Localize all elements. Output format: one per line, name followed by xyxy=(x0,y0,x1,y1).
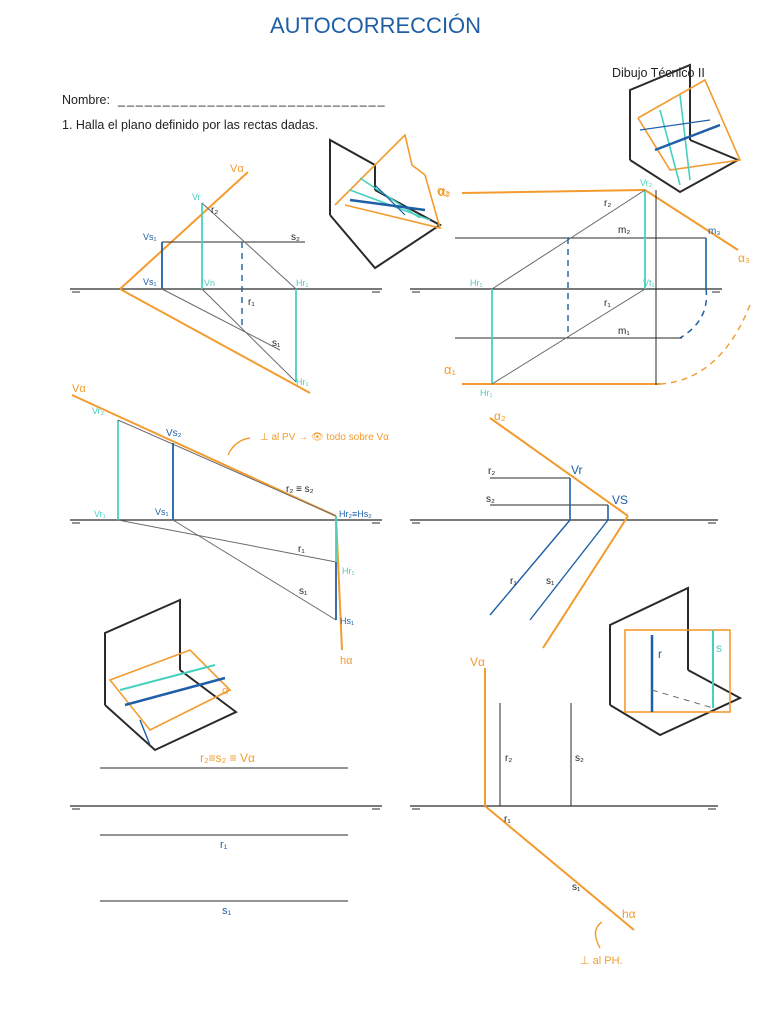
iso1-label-alpha: α₂ xyxy=(437,183,450,198)
fig3-label-vs2: Vs₂ xyxy=(166,428,182,439)
fig2-label-vt: Vt₁ xyxy=(643,278,655,288)
fig1-label-va: Vα xyxy=(230,163,244,175)
fig3-label-s1: s₁ xyxy=(299,586,308,597)
figure-1: Vα Vr r₂ s₂ Vs₁ Vs₁ Vn Hr₁ r₁ s₁ Hr₁ xyxy=(70,163,382,394)
fig3-label-r2s2: r₂ ≡ s₂ xyxy=(286,484,314,495)
fig2-label-m3: m₃ xyxy=(708,226,720,237)
iso-sketch-2 xyxy=(629,63,742,194)
iso4-label-r: r xyxy=(658,647,662,661)
fig1-label-vn: Vn xyxy=(204,278,215,288)
fig2-label-r2: r₂ xyxy=(604,198,611,209)
fig2-label-a2: α₂ xyxy=(438,184,451,199)
iso3-label-alpha: α xyxy=(222,685,229,697)
fig1-label-hr2: Hr₁ xyxy=(296,377,309,387)
fig1-label-s2: s₂ xyxy=(291,232,300,243)
fig3-label-vr1: Vr₁ xyxy=(94,509,106,519)
fig4-label-vs: VS xyxy=(612,493,628,507)
fig1-label-r1: r₁ xyxy=(248,297,255,308)
figure-4: α₂ r₂ Vr s₂ VS r₁ s₁ xyxy=(410,409,718,649)
fig2-label-a1: α₁ xyxy=(444,362,457,377)
fig4-label-r1: r₁ xyxy=(510,576,517,587)
iso4-label-s: s xyxy=(716,641,722,655)
fig1-label-r2: r₂ xyxy=(211,205,218,216)
fig4-label-r2: r₂ xyxy=(488,466,495,477)
fig4-label-s1: s₁ xyxy=(546,576,555,587)
fig6-annotation: ⊥ al PH. xyxy=(580,955,623,967)
fig2-label-a3: α₃ xyxy=(738,251,750,265)
fig6-label-r2: r₂ xyxy=(505,753,512,764)
exercise-statement: 1. Halla el plano definido por las recta… xyxy=(62,118,318,132)
fig3-label-va: Vα xyxy=(72,383,86,395)
fig2-label-hr2: Hr₁ xyxy=(480,388,493,398)
fig3-label-vr2: Vr₂ xyxy=(92,406,105,416)
fig3-label-hrhs: Hr₂≡Hs₂ xyxy=(339,509,372,519)
fig5-label-s1: s₁ xyxy=(222,905,232,917)
fig2-label-m1: m₁ xyxy=(618,326,630,337)
fig6-label-s1: s₁ xyxy=(572,882,581,893)
iso-sketch-3: α xyxy=(104,598,238,752)
handwritten-title: AUTOCORRECCIÓN xyxy=(270,13,481,38)
fig2-label-hr1: Hr₁ xyxy=(470,278,483,288)
fig5-label-r1: r₁ xyxy=(220,839,228,851)
fig6-label-va: Vα xyxy=(470,655,485,669)
fig5-label-coincident: r₂≡s₂ ≡ Vα xyxy=(200,751,255,765)
fig3-label-hr1: Hr₁ xyxy=(342,566,355,576)
fig4-label-vr: Vr xyxy=(571,463,583,477)
figure-5: r₂≡s₂ ≡ Vα r₁ s₁ xyxy=(70,751,382,917)
figure-2: α₂ Vr₂ r₂ m₂ m₃ α₃ Hr₁ Vt₁ r₁ m₁ α₁ Hr₁ xyxy=(410,178,751,398)
fig1-label-vr: Vr xyxy=(192,192,201,202)
fig1-label-s1: s₁ xyxy=(272,338,281,349)
fig3-annotation: ⊥ al PV → 👁 todo sobre Vα xyxy=(260,432,389,443)
iso-sketch-4: r s xyxy=(609,586,743,737)
fig1-label-vs2: Vs₁ xyxy=(143,277,157,287)
name-blank-line: ______________________________ xyxy=(117,93,387,107)
fig4-label-s2: s₂ xyxy=(486,494,495,505)
fig2-label-vr: Vr₂ xyxy=(640,178,653,188)
fig3-label-hs1: Hs₁ xyxy=(340,616,354,626)
iso-sketch-1: α₂ xyxy=(329,133,450,270)
fig4-label-a2: α₂ xyxy=(494,409,506,423)
figure-6: Vα r₂ s₂ r₁ s₁ hα ⊥ al PH. xyxy=(410,655,718,967)
figure-3: Vα Vr₂ Vs₂ ⊥ al PV → 👁 todo sobre Vα r₂ … xyxy=(70,383,389,667)
fig3-label-vs1: Vs₁ xyxy=(155,507,169,517)
fig1-label-hr: Hr₁ xyxy=(296,278,309,288)
fig3-label-r1: r₁ xyxy=(298,544,305,555)
fig6-label-ha: hα xyxy=(622,907,636,921)
name-label: Nombre: xyxy=(62,93,110,107)
fig1-label-vs1: Vs₁ xyxy=(143,232,157,242)
fig6-label-s2: s₂ xyxy=(575,753,584,764)
fig3-label-ha: hα xyxy=(340,655,353,667)
fig2-label-r1: r₁ xyxy=(604,298,611,309)
fig6-label-r1: r₁ xyxy=(504,814,511,825)
fig2-label-m2: m₂ xyxy=(618,225,630,236)
